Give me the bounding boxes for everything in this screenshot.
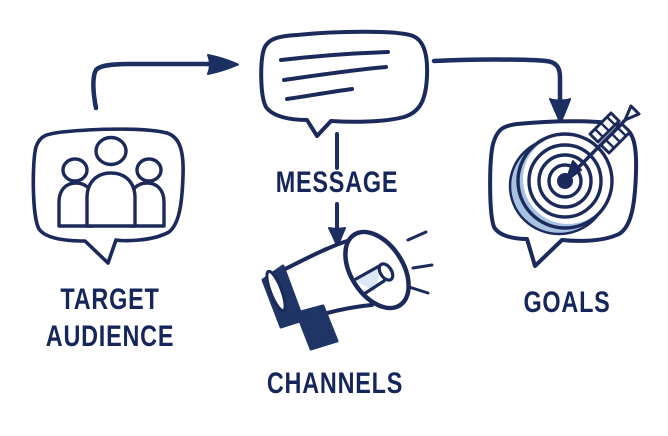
arrow-audience-to-message	[91, 54, 239, 111]
label-target-line: TARGET	[60, 283, 160, 316]
label-message: MESSAGE	[275, 166, 399, 199]
arrow-message-to-channels	[328, 132, 346, 248]
label-channels: CHANNELS	[266, 367, 404, 400]
label-target-audience: TARGET AUDIENCE	[24, 281, 196, 355]
arrow-message-to-goals	[431, 57, 571, 124]
sound-waves-icon	[406, 230, 434, 295]
label-goals: GOALS	[523, 286, 611, 319]
megaphone-icon	[261, 229, 434, 351]
target-speech-bubble-icon	[488, 104, 641, 268]
label-audience-line: AUDIENCE	[45, 320, 175, 353]
dart-arrow-icon	[565, 104, 641, 182]
people-group-icon	[57, 135, 166, 228]
message-speech-bubble-icon	[259, 29, 430, 138]
audience-speech-bubble-icon	[31, 127, 185, 265]
